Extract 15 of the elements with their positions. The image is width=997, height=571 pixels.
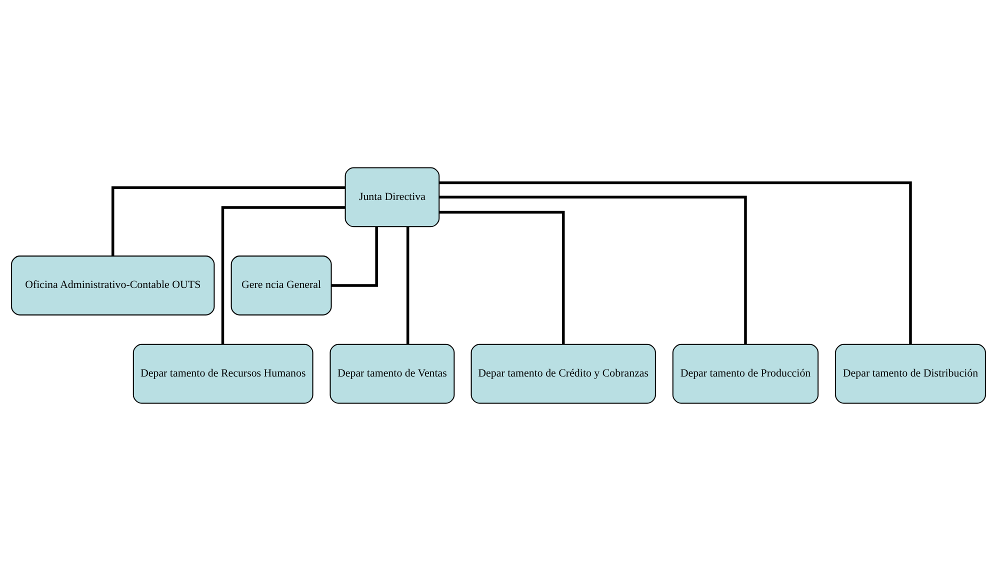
node-box: Depar tamento de Crédito y Cobranzas <box>470 344 656 404</box>
node-box: Depar tamento de Recursos Humanos <box>132 344 314 404</box>
connector <box>406 226 410 344</box>
connector <box>331 226 378 287</box>
node-box: Depar tamento de Ventas <box>330 344 455 404</box>
connector <box>439 210 565 344</box>
node-box: Oficina Administrativo-Contable OUTS <box>11 256 215 316</box>
node-box: Depar tamento de Distribución <box>835 344 986 404</box>
node-box: Gere ncia General <box>230 256 332 316</box>
connector <box>439 196 747 344</box>
connector <box>439 181 912 344</box>
connector <box>221 206 346 344</box>
node-box: Depar tamento de Producción <box>672 344 819 404</box>
node-box: Junta Directiva <box>344 167 440 228</box>
connector <box>112 186 346 256</box>
